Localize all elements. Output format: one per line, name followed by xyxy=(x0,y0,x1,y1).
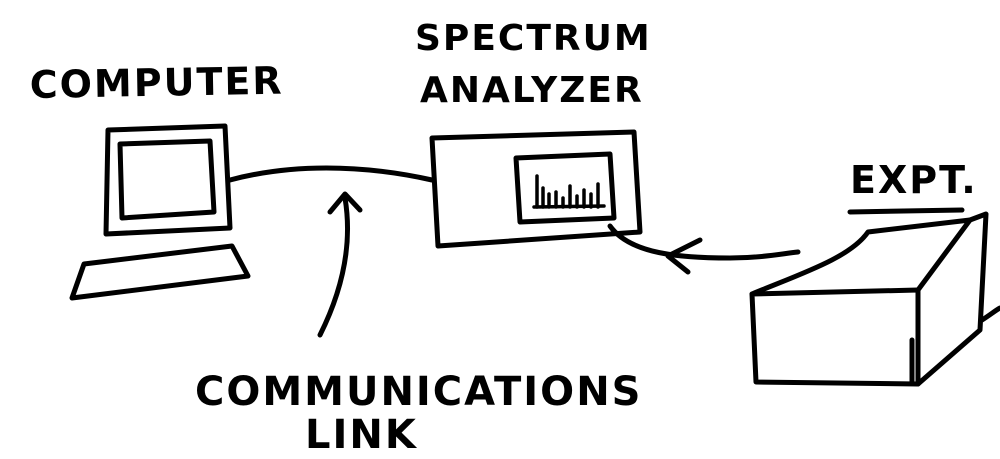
signal-cable xyxy=(607,223,801,261)
computer-monitor-screen xyxy=(117,138,217,221)
communications-cable xyxy=(227,165,435,183)
experiment-label: EXPT. xyxy=(850,158,978,202)
computer-label: COMPUTER xyxy=(29,59,284,107)
experiment-drawing xyxy=(749,207,1000,387)
computer-monitor-outer xyxy=(103,123,233,237)
experiment-box-side xyxy=(915,211,989,387)
signal-arrow-head xyxy=(665,237,703,275)
experiment-box-cable-stub xyxy=(979,305,1000,323)
communications-link-label-line2: LINK xyxy=(305,412,418,458)
experiment-box-lid-line xyxy=(847,207,965,215)
spectrum-analyzer-label-line1: SPECTRUM xyxy=(415,18,652,59)
experiment-box-front xyxy=(749,287,921,387)
spectrum-display-bars xyxy=(532,174,606,209)
communications-link-arrow xyxy=(317,191,363,338)
experiment-box-top xyxy=(749,217,973,297)
spectrum-analyzer-body xyxy=(429,129,643,249)
communications-link-label-line1: COMMUNICATIONS xyxy=(195,369,642,415)
spectrum-analyzer-drawing xyxy=(429,129,643,249)
spectrum-analyzer-display xyxy=(513,151,617,225)
spectrum-analyzer-label-line2: ANALYZER xyxy=(420,70,644,111)
computer-keyboard xyxy=(69,243,251,301)
computer-drawing xyxy=(69,123,251,301)
